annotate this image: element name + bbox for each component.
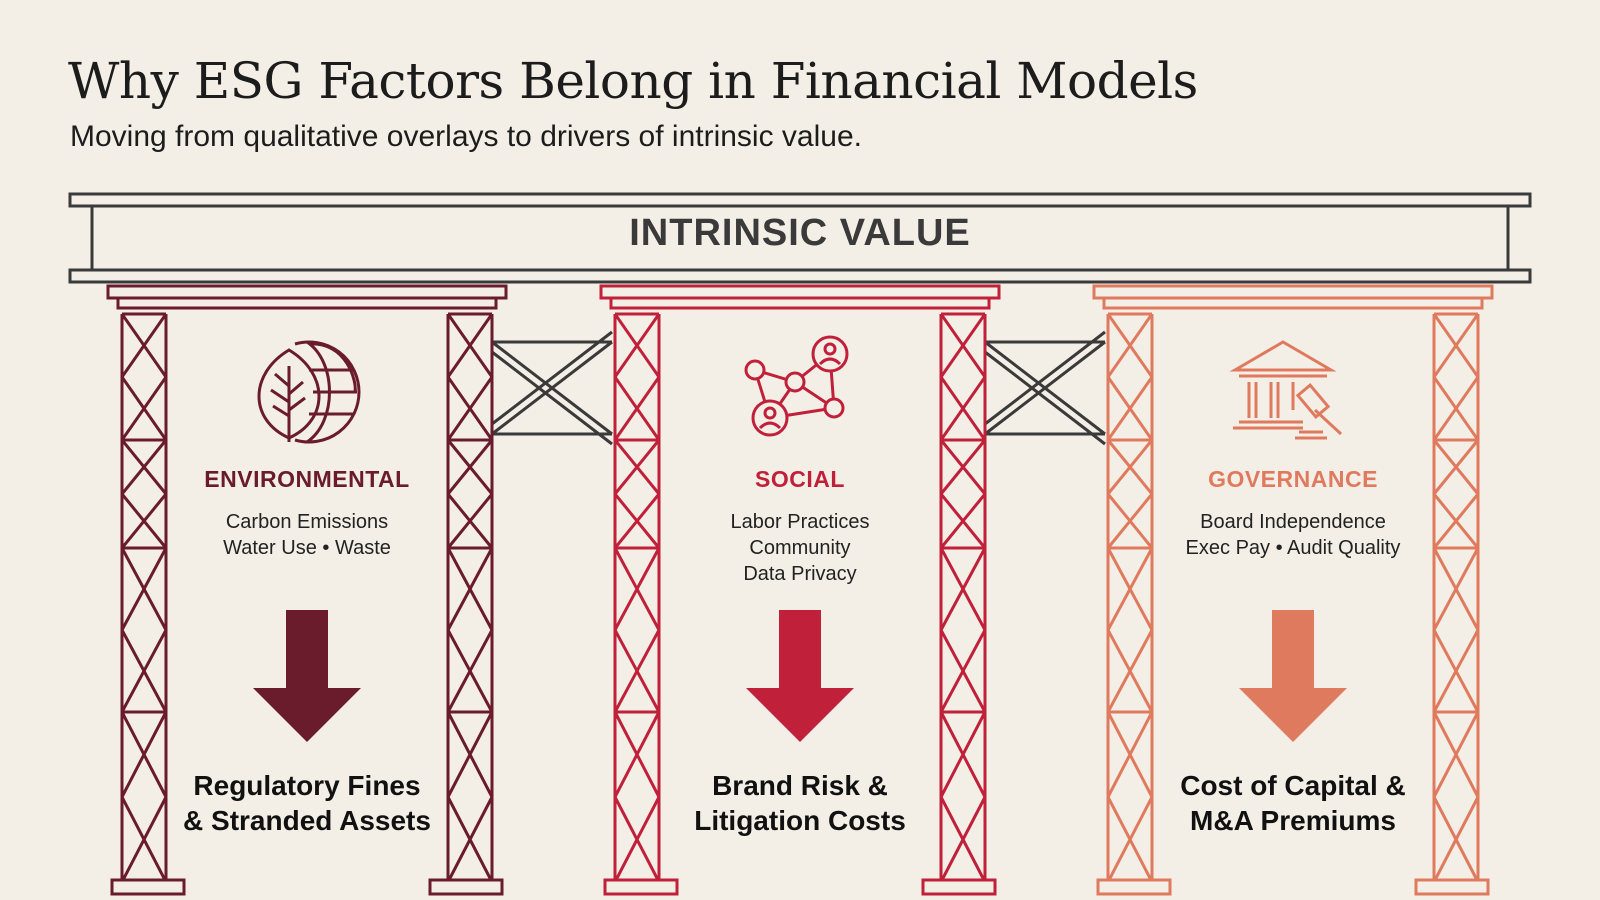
pillar-governance (1092, 284, 1494, 896)
factor-line: Carbon Emissions (225, 511, 389, 533)
outcome-social: Brand Risk & Litigation Costs (650, 768, 950, 838)
outcome-line: & Stranded Assets (183, 805, 431, 836)
factor-line: Exec Pay • Audit Quality (1185, 537, 1401, 559)
factor-line: Board Independence (1200, 511, 1386, 533)
down-arrow-icon (746, 610, 854, 742)
pillar-title-social: SOCIAL (755, 466, 845, 492)
factor-line: Labor Practices (730, 511, 870, 533)
network-people-icon (744, 335, 849, 437)
outcome-environmental: Regulatory Fines & Stranded Assets (157, 768, 457, 838)
courthouse-gavel-icon (1229, 340, 1343, 440)
beam-label: INTRINSIC VALUE (629, 212, 971, 254)
page-subtitle: Moving from qualitative overlays to driv… (70, 120, 862, 153)
leaf-globe-icon (257, 340, 361, 444)
down-arrow-icon (1239, 610, 1347, 742)
pillar-title-environmental: ENVIRONMENTAL (204, 466, 410, 492)
outcome-line: M&A Premiums (1190, 805, 1396, 836)
cross-brace-left (491, 330, 613, 446)
down-arrow-icon (253, 610, 361, 742)
intrinsic-value-beam (68, 192, 1532, 284)
outcome-governance: Cost of Capital & M&A Premiums (1143, 768, 1443, 838)
pillar-title-governance: GOVERNANCE (1208, 466, 1378, 492)
outcome-line: Regulatory Fines (193, 770, 421, 801)
factor-line: Water Use • Waste (223, 537, 391, 559)
outcome-line: Cost of Capital & (1180, 770, 1406, 801)
outcome-line: Litigation Costs (694, 805, 906, 836)
outcome-line: Brand Risk & (712, 770, 888, 801)
pillar-environmental (106, 284, 508, 896)
cross-brace-right (984, 330, 1106, 446)
pillar-social (599, 284, 1001, 896)
factor-line: Community (749, 537, 851, 559)
factor-line: Data Privacy (743, 563, 857, 585)
page-title: Why ESG Factors Belong in Financial Mode… (68, 52, 1198, 110)
